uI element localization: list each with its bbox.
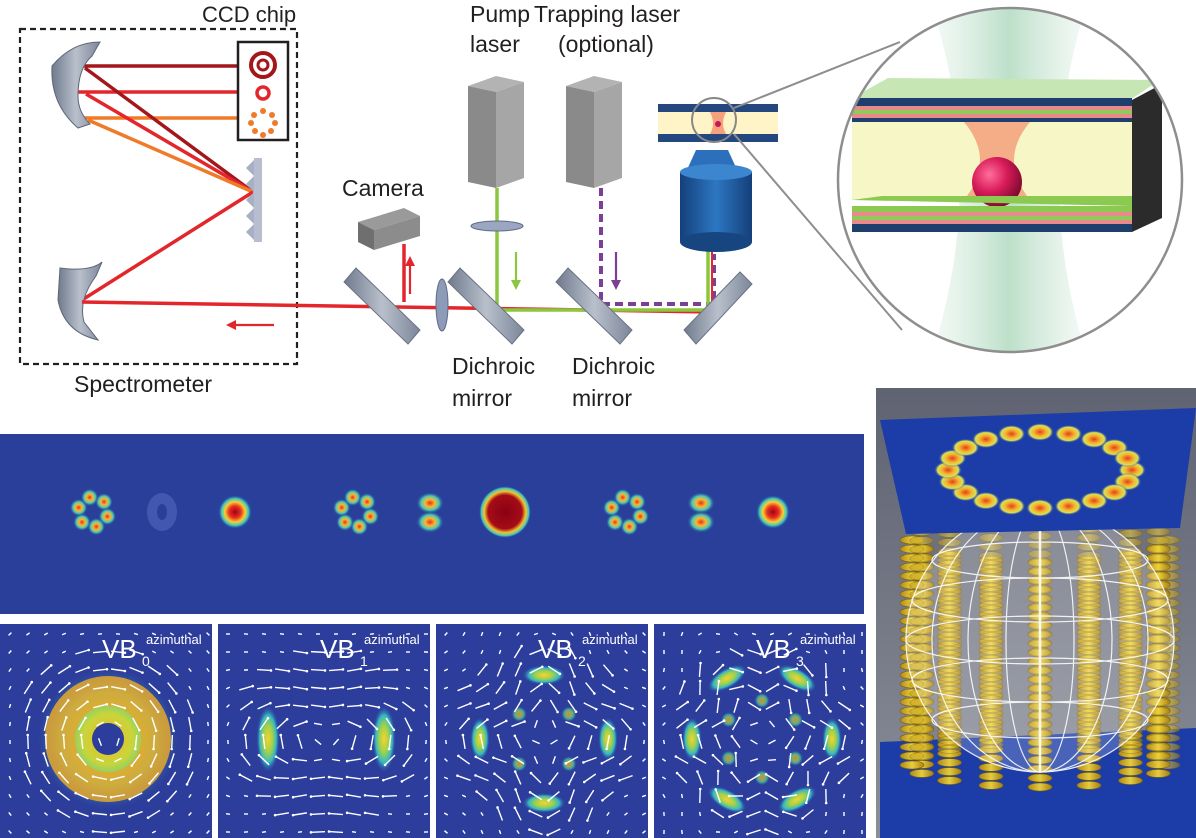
ccd-dot-icon xyxy=(255,85,271,101)
pump-lens xyxy=(470,220,524,232)
mode-ring-lobes xyxy=(69,488,117,536)
trap-arrow xyxy=(611,252,621,290)
trap-label-2: (optional) xyxy=(558,31,654,57)
mode-ring-lobes xyxy=(332,488,380,536)
microcavity-zoom xyxy=(836,6,1184,354)
vb-panel-sup: azimuthal xyxy=(364,632,420,647)
vector-beam-panels: VB 0 azimuthal VB 1 azimuthal VB 2 azimuthal VB 3 a… xyxy=(0,624,866,838)
mode-big-spot xyxy=(479,486,531,538)
mode-image-strip xyxy=(0,434,864,614)
camera-arrow xyxy=(405,256,415,294)
tube-lens xyxy=(435,278,449,332)
mode-two-lobes xyxy=(687,492,715,533)
mode-spot xyxy=(218,495,252,529)
ccd-ring-icon xyxy=(249,51,277,79)
vb-panel-2: VB 2 azimuthal xyxy=(436,624,648,838)
vb-panel-label: VB xyxy=(538,634,573,664)
wireframe-sphere xyxy=(905,507,1175,773)
ccd-chip xyxy=(236,40,290,142)
vb-panel-sub: 2 xyxy=(578,653,586,669)
camera xyxy=(358,208,420,250)
vb-panel-sup: azimuthal xyxy=(800,632,856,647)
vb-panel-0: VB 0 azimuthal xyxy=(0,624,212,838)
sample-slide xyxy=(658,97,778,143)
camera-label: Camera xyxy=(342,175,424,201)
microsphere xyxy=(972,157,1022,207)
mode-faint-ring xyxy=(147,493,177,531)
mode-ring-lobes xyxy=(602,488,650,536)
diffraction-grating xyxy=(246,158,262,242)
mode-two-lobes xyxy=(416,492,444,533)
spectrometer-arrow xyxy=(226,320,274,330)
3d-mode-render xyxy=(876,388,1196,838)
dichroic-mirror-1 xyxy=(447,267,525,345)
setup-schematic: CCD chip Spectrometer Camera xyxy=(18,1,903,411)
vb-panel-sup: azimuthal xyxy=(146,632,202,647)
trap-label-1: Trapping laser xyxy=(534,1,681,27)
ccd-chip-label: CCD chip xyxy=(202,2,296,27)
dichroic-mirror-2 xyxy=(555,267,633,345)
zoom-line-bottom xyxy=(733,133,903,331)
camera-beamsplitter xyxy=(343,267,421,345)
ccd-lobes-icon xyxy=(248,108,278,138)
pump-arrow xyxy=(511,252,521,290)
vb-panel-sup: azimuthal xyxy=(582,632,638,647)
dichroic1-label-1: Dichroic xyxy=(452,353,535,379)
mode-spot xyxy=(756,495,790,529)
spectrometer-box xyxy=(18,27,299,366)
objective-lens xyxy=(680,150,752,252)
trapping-laser xyxy=(566,76,622,188)
vb-panel-label: VB xyxy=(756,634,791,664)
dichroic2-label-1: Dichroic xyxy=(572,353,655,379)
vb-panel-1: VB 1 azimuthal xyxy=(218,624,430,838)
zoom-line-top xyxy=(733,41,901,109)
spectrometer-label: Spectrometer xyxy=(74,371,212,397)
turning-mirror xyxy=(683,271,753,345)
pump-laser xyxy=(468,76,524,188)
trap-beam xyxy=(599,188,716,306)
vb-panel-sub: 0 xyxy=(142,653,150,669)
top-plane-lobes xyxy=(934,423,1146,517)
vb-panel-label: VB xyxy=(320,634,355,664)
vb-panel-label: VB xyxy=(102,634,137,664)
dichroic2-label-2: mirror xyxy=(572,385,632,411)
dichroic1-label-2: mirror xyxy=(452,385,512,411)
vb-panel-3: VB 3 azimuthal xyxy=(654,624,866,838)
vb-panel-sub: 3 xyxy=(796,653,804,669)
spectrometer-beams xyxy=(78,64,255,302)
concave-mirror-top xyxy=(51,41,101,129)
pump-label-2: laser xyxy=(470,31,520,57)
ring-stack xyxy=(899,513,1181,792)
vb-panel-sub: 1 xyxy=(360,653,368,669)
pump-label-1: Pump xyxy=(470,1,530,27)
